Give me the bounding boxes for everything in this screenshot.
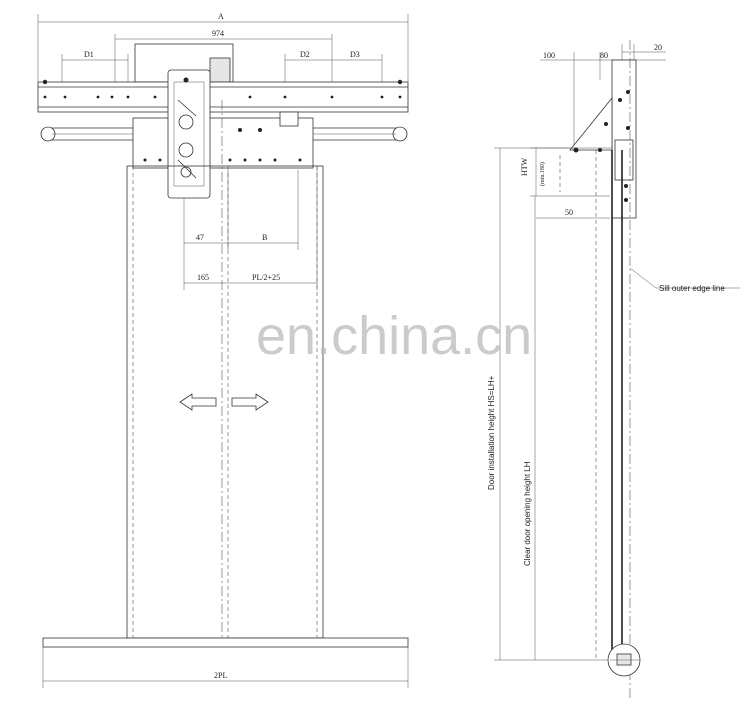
- dim-d3-label: D3: [350, 50, 360, 59]
- dim-100-label: 100: [543, 51, 555, 60]
- door-panels: [126, 100, 324, 639]
- dim-d-group: D1 D2 D3: [61, 50, 383, 82]
- dim-b-label: B: [262, 233, 267, 242]
- dim-165-label: 165: [197, 273, 209, 282]
- side-header-plate: [611, 59, 637, 219]
- opening-arrows: [179, 393, 269, 411]
- clear-height-label: Clear door opening height LH: [523, 461, 532, 566]
- dim-2pl: 2PL: [42, 647, 409, 688]
- dim-clear-height: Clear door opening height LH: [523, 196, 536, 660]
- install-height-label: Door installation height HS=LH+: [487, 375, 496, 490]
- side-top-dims: 100 80 20: [540, 43, 666, 150]
- dim-install-height: Door installation height HS=LH+: [487, 147, 612, 661]
- sill-outer-edge-label: Sill outer edge line: [659, 284, 725, 293]
- dim-htw: HTW (min.180): [520, 147, 610, 197]
- side-door-panel: [595, 40, 631, 699]
- dim-a-label: A: [218, 12, 224, 21]
- dim-50-label: 50: [565, 208, 573, 217]
- watermark: en.china.cn: [256, 306, 532, 366]
- dim-min180-label: (min.180): [539, 162, 546, 186]
- dim-pl2-label: PL/2+25: [252, 273, 280, 282]
- dim-47-label: 47: [196, 233, 204, 242]
- dim-974-label: 974: [212, 29, 224, 38]
- side-bracket: [569, 96, 613, 151]
- dim-50: 50: [536, 208, 610, 219]
- dim-165-pl: 165 PL/2+25: [184, 166, 318, 290]
- side-sill-detail: [607, 643, 641, 677]
- dim-974: 974: [114, 29, 333, 82]
- dim-20-label: 20: [654, 43, 662, 52]
- hanger-bolts: [143, 128, 302, 162]
- side-roller-assembly: [614, 139, 634, 181]
- dim-a: A: [37, 12, 409, 82]
- door-sill: [42, 637, 409, 648]
- dim-2pl-label: 2PL: [214, 671, 227, 680]
- side-view: 100 80 20 HTW (min.180) 50: [487, 40, 740, 699]
- header-beam: [37, 79, 409, 113]
- lock-block: [279, 111, 299, 127]
- sill-edge-callout: Sill outer edge line: [629, 267, 740, 293]
- front-view: A 974 D1 D2 D3: [37, 12, 409, 688]
- motor-unit: [209, 57, 231, 83]
- dim-80-label: 80: [600, 51, 608, 60]
- dim-47-b: 47 B: [183, 170, 299, 290]
- side-bolts: [573, 90, 630, 202]
- dim-htw-label: HTW: [520, 157, 529, 176]
- dim-d1-label: D1: [84, 50, 94, 59]
- door-vane: [167, 69, 211, 199]
- dim-d2-label: D2: [300, 50, 310, 59]
